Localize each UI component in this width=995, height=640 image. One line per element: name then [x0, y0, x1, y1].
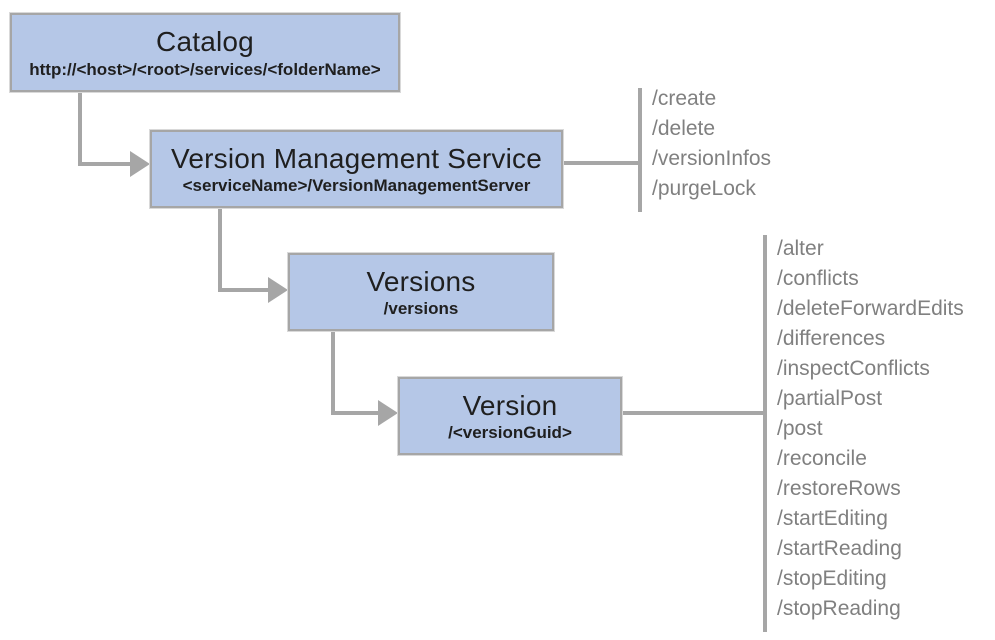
connector-vms-versions-hline — [218, 288, 270, 292]
endpoint-item: /stopEditing — [777, 567, 887, 590]
endpoint-item: /restoreRows — [777, 477, 901, 500]
connector-versions-version-hline — [331, 411, 380, 415]
endpoint-item: /differences — [777, 327, 886, 350]
endpoint-item: /purgeLock — [652, 177, 756, 200]
node-subtitle: http://<host>/<root>/services/<folderNam… — [29, 59, 381, 79]
node-subtitle: /versions — [383, 299, 459, 319]
connector-versions-version-arrowhead-icon — [378, 400, 398, 426]
node-subtitle: <serviceName>/VersionManagementServer — [182, 176, 531, 196]
endpoint-item: /conflicts — [777, 267, 859, 290]
endpoint-item: /startEditing — [777, 507, 888, 530]
node-title: Version Management Service — [171, 142, 542, 174]
endpoint-item: /alter — [777, 237, 824, 260]
connector-vms-versions-vline — [218, 208, 222, 292]
node-version-management-service: Version Management Service <serviceName>… — [150, 130, 563, 208]
node-title: Version — [462, 389, 558, 421]
node-subtitle: /<versionGuid> — [448, 423, 572, 443]
endpoint-item: /stopReading — [777, 597, 901, 620]
endpoint-item: /deleteForwardEdits — [777, 297, 964, 320]
connector-catalog-vms-hline — [78, 162, 132, 166]
connector-catalog-vms-vline — [78, 92, 82, 166]
endpoint-item: /inspectConflicts — [777, 357, 930, 380]
endpoint-item: /post — [777, 417, 823, 440]
connector-catalog-vms-arrowhead-icon — [130, 151, 150, 177]
node-title: Versions — [366, 265, 476, 297]
endpoint-item: /partialPost — [777, 387, 883, 410]
node-version: Version /<versionGuid> — [398, 377, 622, 455]
endpoint-item: /create — [652, 87, 717, 110]
endpoint-item: /reconcile — [777, 447, 867, 470]
node-catalog: Catalog http://<host>/<root>/services/<f… — [10, 13, 400, 92]
version-endpoints-connector-line — [623, 411, 763, 415]
vms-endpoint-list: /create /delete /versionInfos /purgeLock — [652, 84, 771, 204]
node-versions: Versions /versions — [288, 253, 554, 331]
version-endpoint-list: /alter /conflicts /deleteForwardEdits /d… — [777, 234, 964, 624]
version-endpoints-bracket-line — [763, 235, 767, 632]
endpoint-item: /startReading — [777, 537, 902, 560]
vms-endpoints-bracket-line — [638, 88, 642, 212]
vms-endpoints-connector-line — [563, 161, 638, 165]
node-title: Catalog — [156, 26, 254, 58]
connector-vms-versions-arrowhead-icon — [268, 277, 288, 303]
endpoint-item: /delete — [652, 117, 716, 140]
connector-versions-version-vline — [331, 331, 335, 415]
endpoint-item: /versionInfos — [652, 147, 772, 170]
